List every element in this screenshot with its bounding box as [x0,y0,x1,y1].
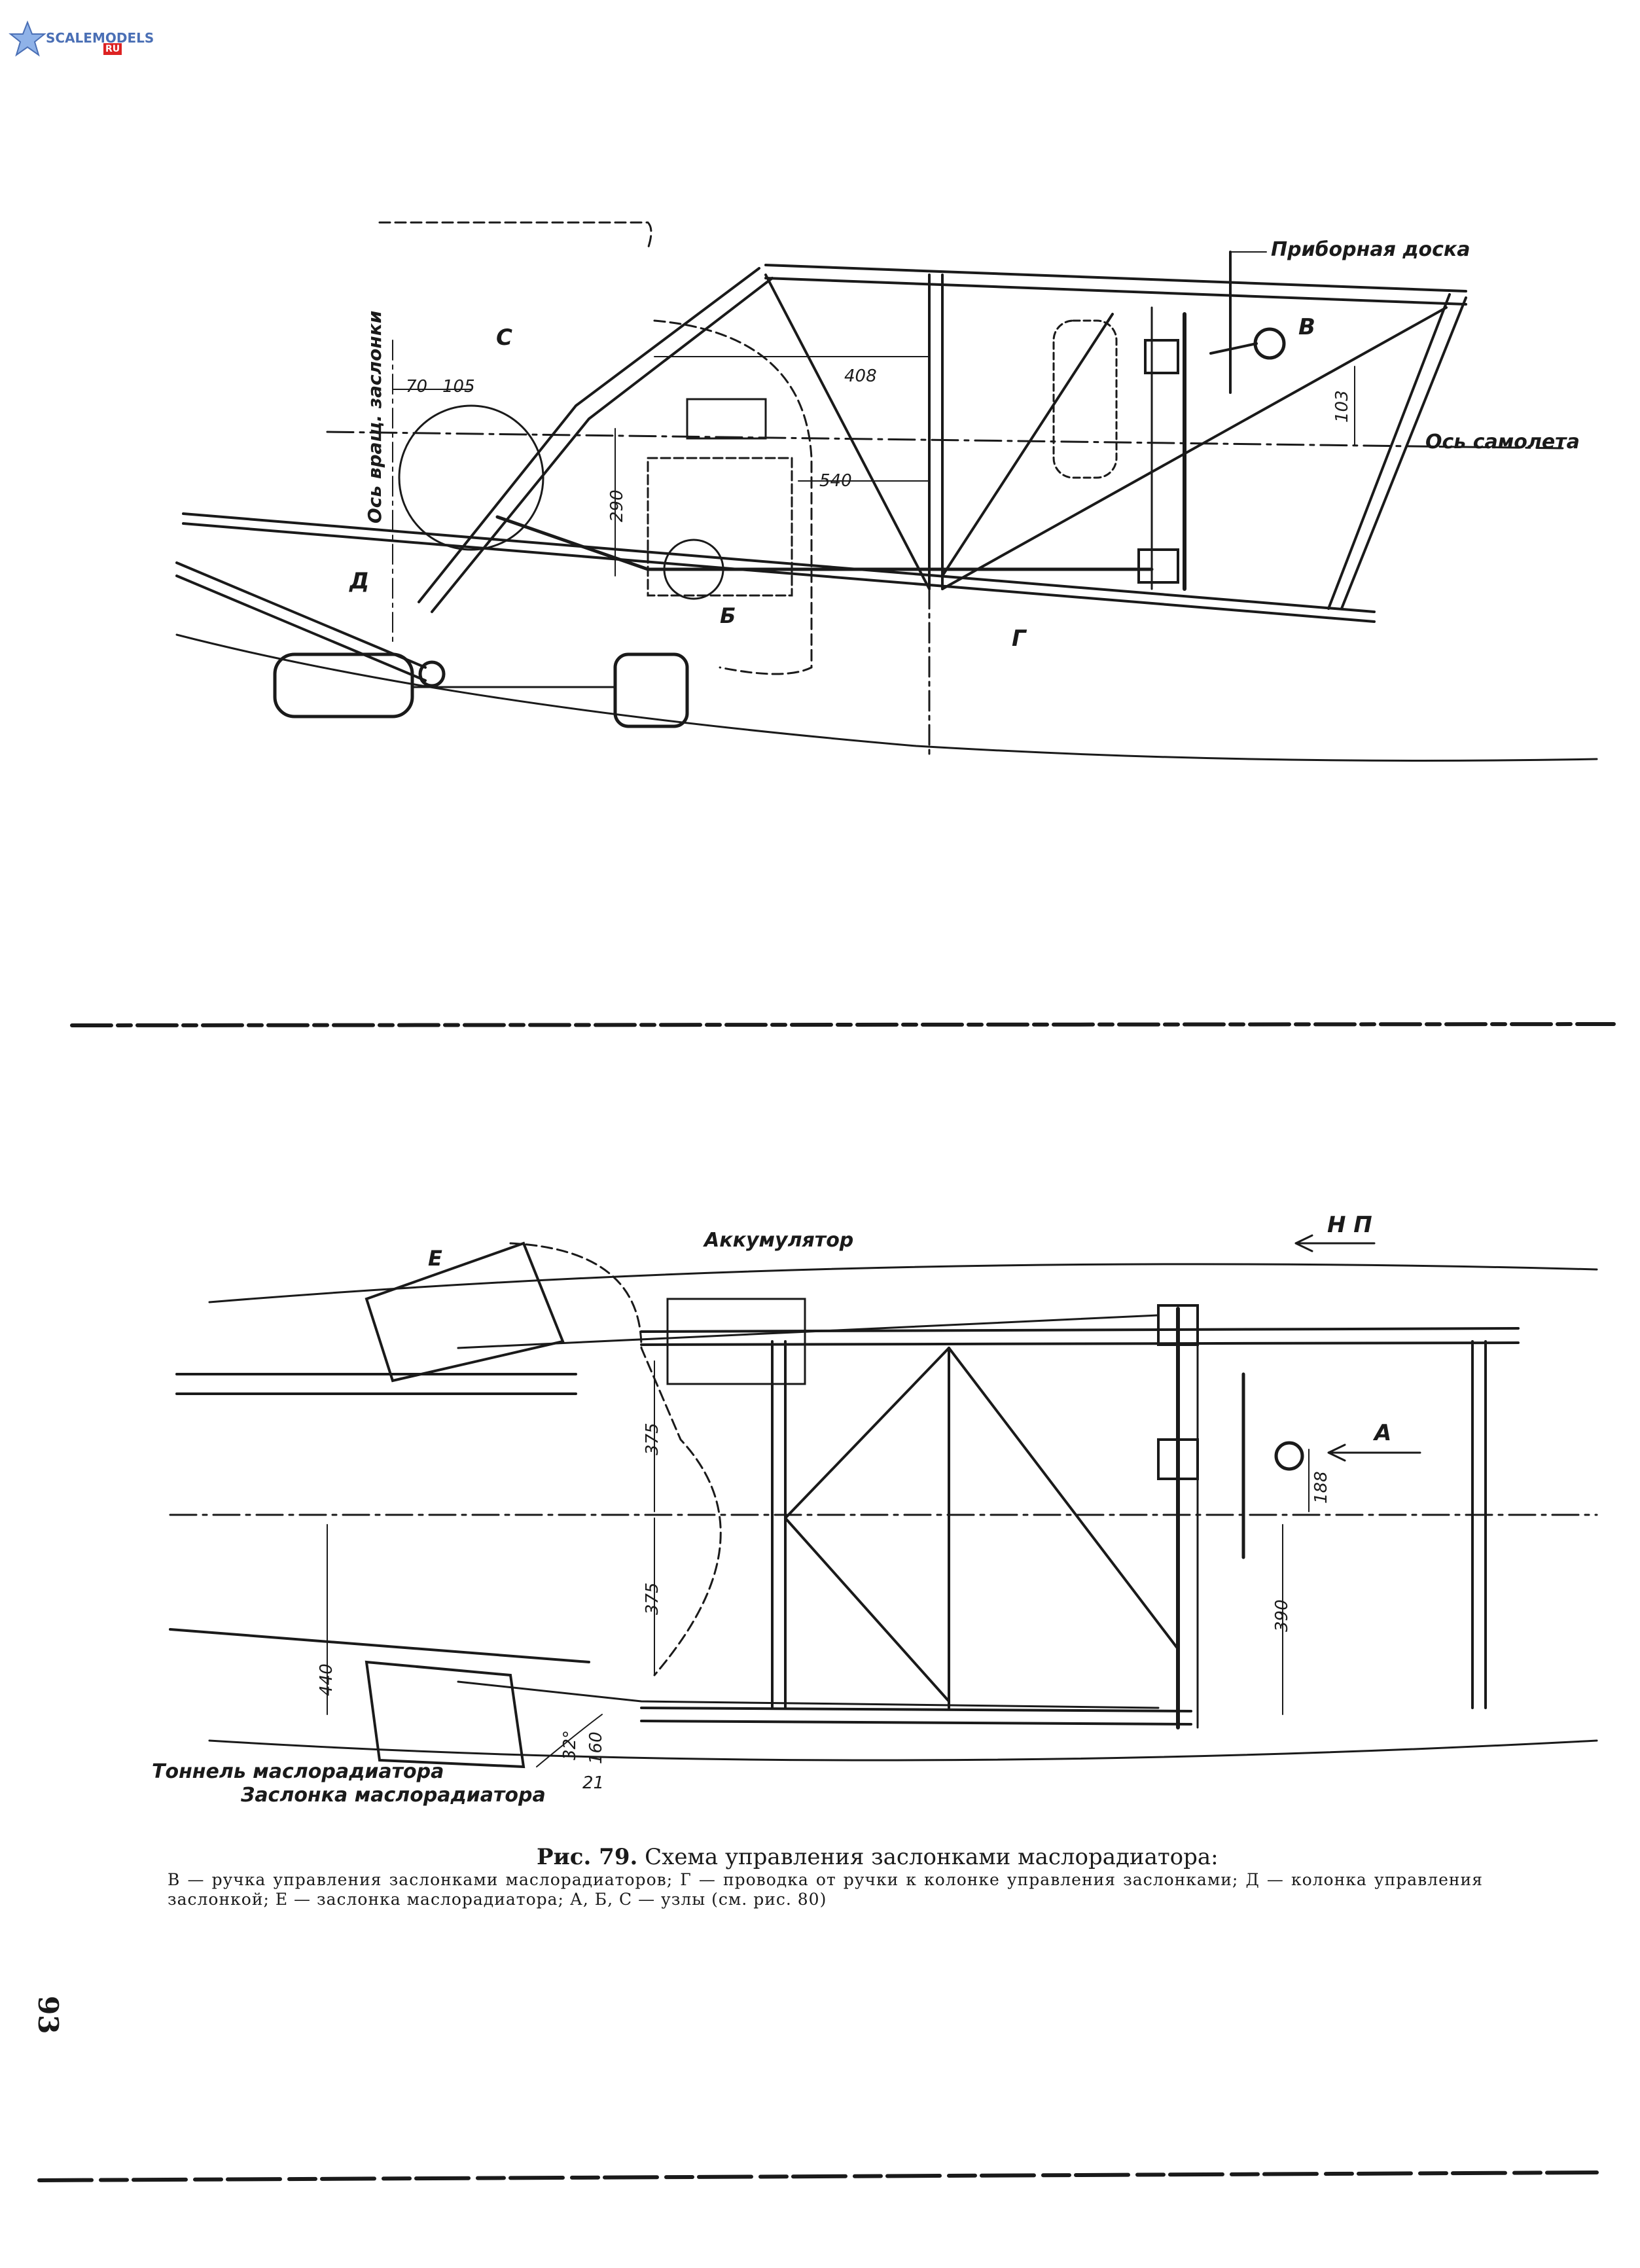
equipment-box [647,457,793,597]
upper-longeron-inner [764,277,1467,306]
dim-390: 390 [1272,1599,1292,1632]
label-node-a: А [1374,1420,1392,1446]
bottom-view [169,1234,1598,1769]
label-battery: Аккумулятор [704,1229,854,1252]
lower-longeron-plan-inner [640,1720,1192,1726]
flap-e-upper [365,1241,565,1383]
dim-540: 540 [819,471,852,491]
lower-front-tube [175,561,427,669]
dim-375b: 375 [643,1582,662,1615]
dim-290: 290 [607,489,627,522]
truss-diag-3 [948,1347,1179,1650]
rear-strut-inner [1327,293,1451,610]
linkage-upper [457,1314,1160,1349]
lower-front-tube-inner [175,575,427,682]
handwheel-plan [1274,1441,1304,1471]
dim-440: 440 [317,1663,336,1696]
angle-arc [536,1714,603,1767]
page-number: 93 [32,1996,64,2034]
upper-longeron [764,264,1467,292]
label-flight-direction: Н П [1327,1212,1372,1238]
column-mid-block [1157,1438,1199,1480]
column-top-block [1157,1304,1199,1346]
hull-contour [175,633,1598,762]
hull-bottom-contour [208,1739,1598,1762]
battery-box [666,1298,806,1385]
label-node-v: В [1298,314,1315,340]
figure-title: Схема управления заслонками маслорадиато… [645,1844,1219,1870]
label-node-e: Е [428,1246,442,1271]
linkage-rod [495,515,1154,571]
lower-longeron [182,512,1376,613]
top-view [175,221,1598,762]
dim-375a: 375 [643,1423,662,1455]
dim-angle: 32° [560,1729,580,1760]
column-block [1144,339,1179,374]
section-divider [70,1022,1616,1027]
engine-cylinder [273,652,414,718]
figure-caption-body: В — ручка управления заслонками маслорад… [168,1870,1483,1909]
dim-21: 21 [582,1773,605,1793]
label-flap-rotation-axis: Ось вращ. заслонки [364,310,385,523]
lower-longeron-inner [182,522,1376,623]
engine-pulley [418,660,446,688]
window-outline [1052,319,1118,479]
dim-70: 70 [406,377,428,397]
label-radiator-tunnel: Тоннель маслорадиатора [152,1760,444,1783]
cross-diagonal-1 [764,274,931,590]
box-top [686,398,767,440]
star-icon [9,20,46,57]
label-node-c: С [496,325,512,351]
dim-160: 160 [586,1731,606,1764]
flight-direction-arrow [1294,1234,1376,1252]
cross-diagonal-3 [941,313,1114,577]
hull-top-contour [208,1263,1598,1303]
handwheel-b [1253,327,1286,360]
truss-diag-2 [784,1517,950,1703]
truss-diag-1 [784,1347,950,1519]
dim-408: 408 [844,366,877,386]
node-a-arrow [1327,1444,1421,1462]
site-logo: SCALEMODELS RU [8,20,154,59]
label-radiator-flap: Заслонка маслорадиатора [241,1784,546,1807]
dim-103: 103 [1332,390,1352,423]
label-aircraft-axis: Ось самолета [1425,431,1580,453]
figure-caption-title: Рис. 79. Схема управления заслонками мас… [537,1844,1335,1870]
rear-strut [1340,296,1467,610]
label-node-d: Д [349,568,370,594]
page-bottom-edge [37,2171,1599,2182]
linkage-lower [457,1680,1160,1709]
engine-block [613,652,689,728]
figure-number: Рис. 79. [537,1844,638,1870]
upper-longeron-plan-inner [640,1341,1520,1346]
node-b-circle [663,539,724,600]
handle-shaft [1209,342,1258,355]
lower-longeron-plan [640,1707,1192,1712]
dim-188: 188 [1311,1471,1331,1504]
dim-105: 105 [442,377,475,397]
node-c-circle [398,404,544,551]
column-base [1137,548,1179,584]
cross-diagonal-2 [941,306,1448,590]
aircraft-axis-line [326,431,1565,450]
logo-text: SCALEMODELS [46,30,154,46]
cowl-outline [378,221,813,675]
logo-ru: RU [103,43,122,55]
label-node-g: Г [1012,626,1026,652]
left-tube-lower [169,1628,590,1663]
flap-e-lower [365,1660,526,1769]
tunnel-outline [509,1242,722,1676]
label-instrument-panel: Приборная доска [1271,238,1471,261]
upper-longeron-plan [640,1327,1520,1333]
label-node-b: Б [720,603,736,628]
